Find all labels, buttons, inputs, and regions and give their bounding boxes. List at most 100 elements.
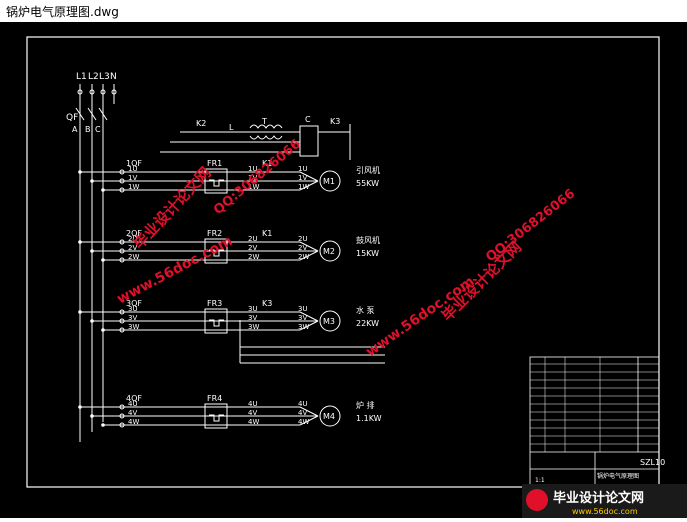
breaker-terminal (119, 404, 125, 410)
breaker-label: 1QF (126, 159, 142, 168)
contactor-terminal-label: 1U (248, 165, 258, 173)
contactor-label: K3 (262, 299, 272, 308)
terminal-label: 3U (128, 305, 138, 313)
motor-terminal-label: 2W (298, 253, 309, 261)
terminal-label: 1V (128, 174, 137, 182)
motor-lead (299, 320, 319, 331)
motor-lead (299, 406, 319, 417)
relay-label: FR2 (207, 229, 222, 238)
watermark-4: www.56doc.com (363, 273, 477, 360)
terminal-label: 4V (128, 409, 137, 417)
motor-terminal-label: 4W (298, 418, 309, 426)
watermark-3: QQ:306826066 (211, 137, 304, 218)
motor-terminal-label: 1U (298, 165, 308, 173)
phase-n: N (110, 72, 117, 82)
motor-terminal-label: 4U (298, 400, 308, 408)
breaker-terminal (119, 187, 125, 193)
svg-text:C: C (95, 125, 101, 134)
breaker-terminal (119, 178, 125, 184)
motor-label: M2 (323, 247, 335, 256)
terminal-label: 3V (128, 314, 137, 322)
motor-power: 1.1KW (356, 414, 382, 423)
phase-labels: L1 L2 L3 N (76, 72, 117, 82)
motor-terminal-label: 3U (298, 305, 308, 313)
breaker-terminal (119, 318, 125, 324)
l-label: L (229, 123, 234, 132)
terminal-label: 1W (128, 183, 139, 191)
motor-lead (299, 415, 319, 426)
thermal-element (209, 414, 224, 422)
motor-label: M4 (323, 412, 335, 421)
motor-lead (299, 250, 319, 261)
thermal-relay (204, 403, 228, 429)
phase-l2: L2 (88, 72, 99, 82)
site-logo: 毕业设计论文网 www.56doc.com (522, 484, 687, 518)
drawing-name: 锅炉电气原理图 (597, 472, 639, 480)
thermal-relay (204, 168, 228, 194)
motor-symbol (319, 310, 341, 332)
thermal-relay (204, 238, 228, 264)
breaker-terminal (119, 309, 125, 315)
terminal-label: 1U (128, 165, 138, 173)
breaker-terminal (119, 248, 125, 254)
transformer-label: T (261, 117, 267, 126)
drawing-number: SZL10 (640, 458, 665, 467)
motor-terminal-label: 1W (298, 183, 309, 191)
breaker-terminal (119, 257, 125, 263)
terminal-label: 4U (128, 400, 138, 408)
contactor-terminal-label: 1W (248, 183, 259, 191)
pump-reverse-branch (239, 320, 385, 364)
contactor-terminal-label: 4W (248, 418, 259, 426)
terminal-label: 4W (128, 418, 139, 426)
motor-lead (299, 180, 319, 191)
contactor-terminal-label: 2W (248, 253, 259, 261)
title-block-rows (530, 357, 659, 452)
contactor-terminal-label: 1V (248, 174, 257, 182)
c-label: C (305, 115, 311, 124)
thermal-element (209, 249, 224, 257)
motor-symbol (319, 240, 341, 262)
motor-lead (299, 311, 319, 322)
window-title: 锅炉电气原理图.dwg (6, 5, 119, 19)
motor-name: 水 泵 (356, 305, 375, 315)
phase-l3: L3 (99, 72, 110, 82)
breaker-terminal (119, 413, 125, 419)
motor-label: M3 (323, 317, 335, 326)
motor-lead (299, 241, 319, 252)
motor-power: 15KW (356, 249, 379, 258)
breaker-terminal (119, 169, 125, 175)
transformer-section (160, 124, 351, 160)
contactor-terminal-label: 4V (248, 409, 257, 417)
k2-label: K2 (196, 119, 206, 128)
motor-power: 22KW (356, 319, 379, 328)
terminal-label: 2W (128, 253, 139, 261)
logo-text: 毕业设计论文网 (553, 490, 644, 506)
svg-text:A: A (72, 125, 78, 134)
terminal-label: 2V (128, 244, 137, 252)
svg-text:B: B (85, 125, 91, 134)
watermarks: 毕业设计论文网 www.56doc.com QQ:306826066 www.5… (114, 137, 578, 361)
motor-terminal-label: 3V (298, 314, 307, 322)
contactor-terminal-label: 2U (248, 235, 258, 243)
motor-name: 炉 排 (356, 400, 375, 410)
logo-url: www.56doc.com (572, 507, 638, 516)
motor-symbol (319, 405, 341, 427)
contactor-label: K1 (262, 229, 272, 238)
thermal-element (209, 319, 224, 327)
contactor-terminal-label: 3V (248, 314, 257, 322)
breaker-terminal (119, 327, 125, 333)
contactor-terminal-label: 3W (248, 323, 259, 331)
window-titlebar: 锅炉电气原理图.dwg (0, 0, 687, 22)
contactor-terminal-label: 2V (248, 244, 257, 252)
breaker-terminal (119, 239, 125, 245)
phase-busbars (77, 84, 117, 442)
relay-label: FR1 (207, 159, 222, 168)
relay-label: FR3 (207, 299, 222, 308)
relay-label: FR4 (207, 394, 222, 403)
